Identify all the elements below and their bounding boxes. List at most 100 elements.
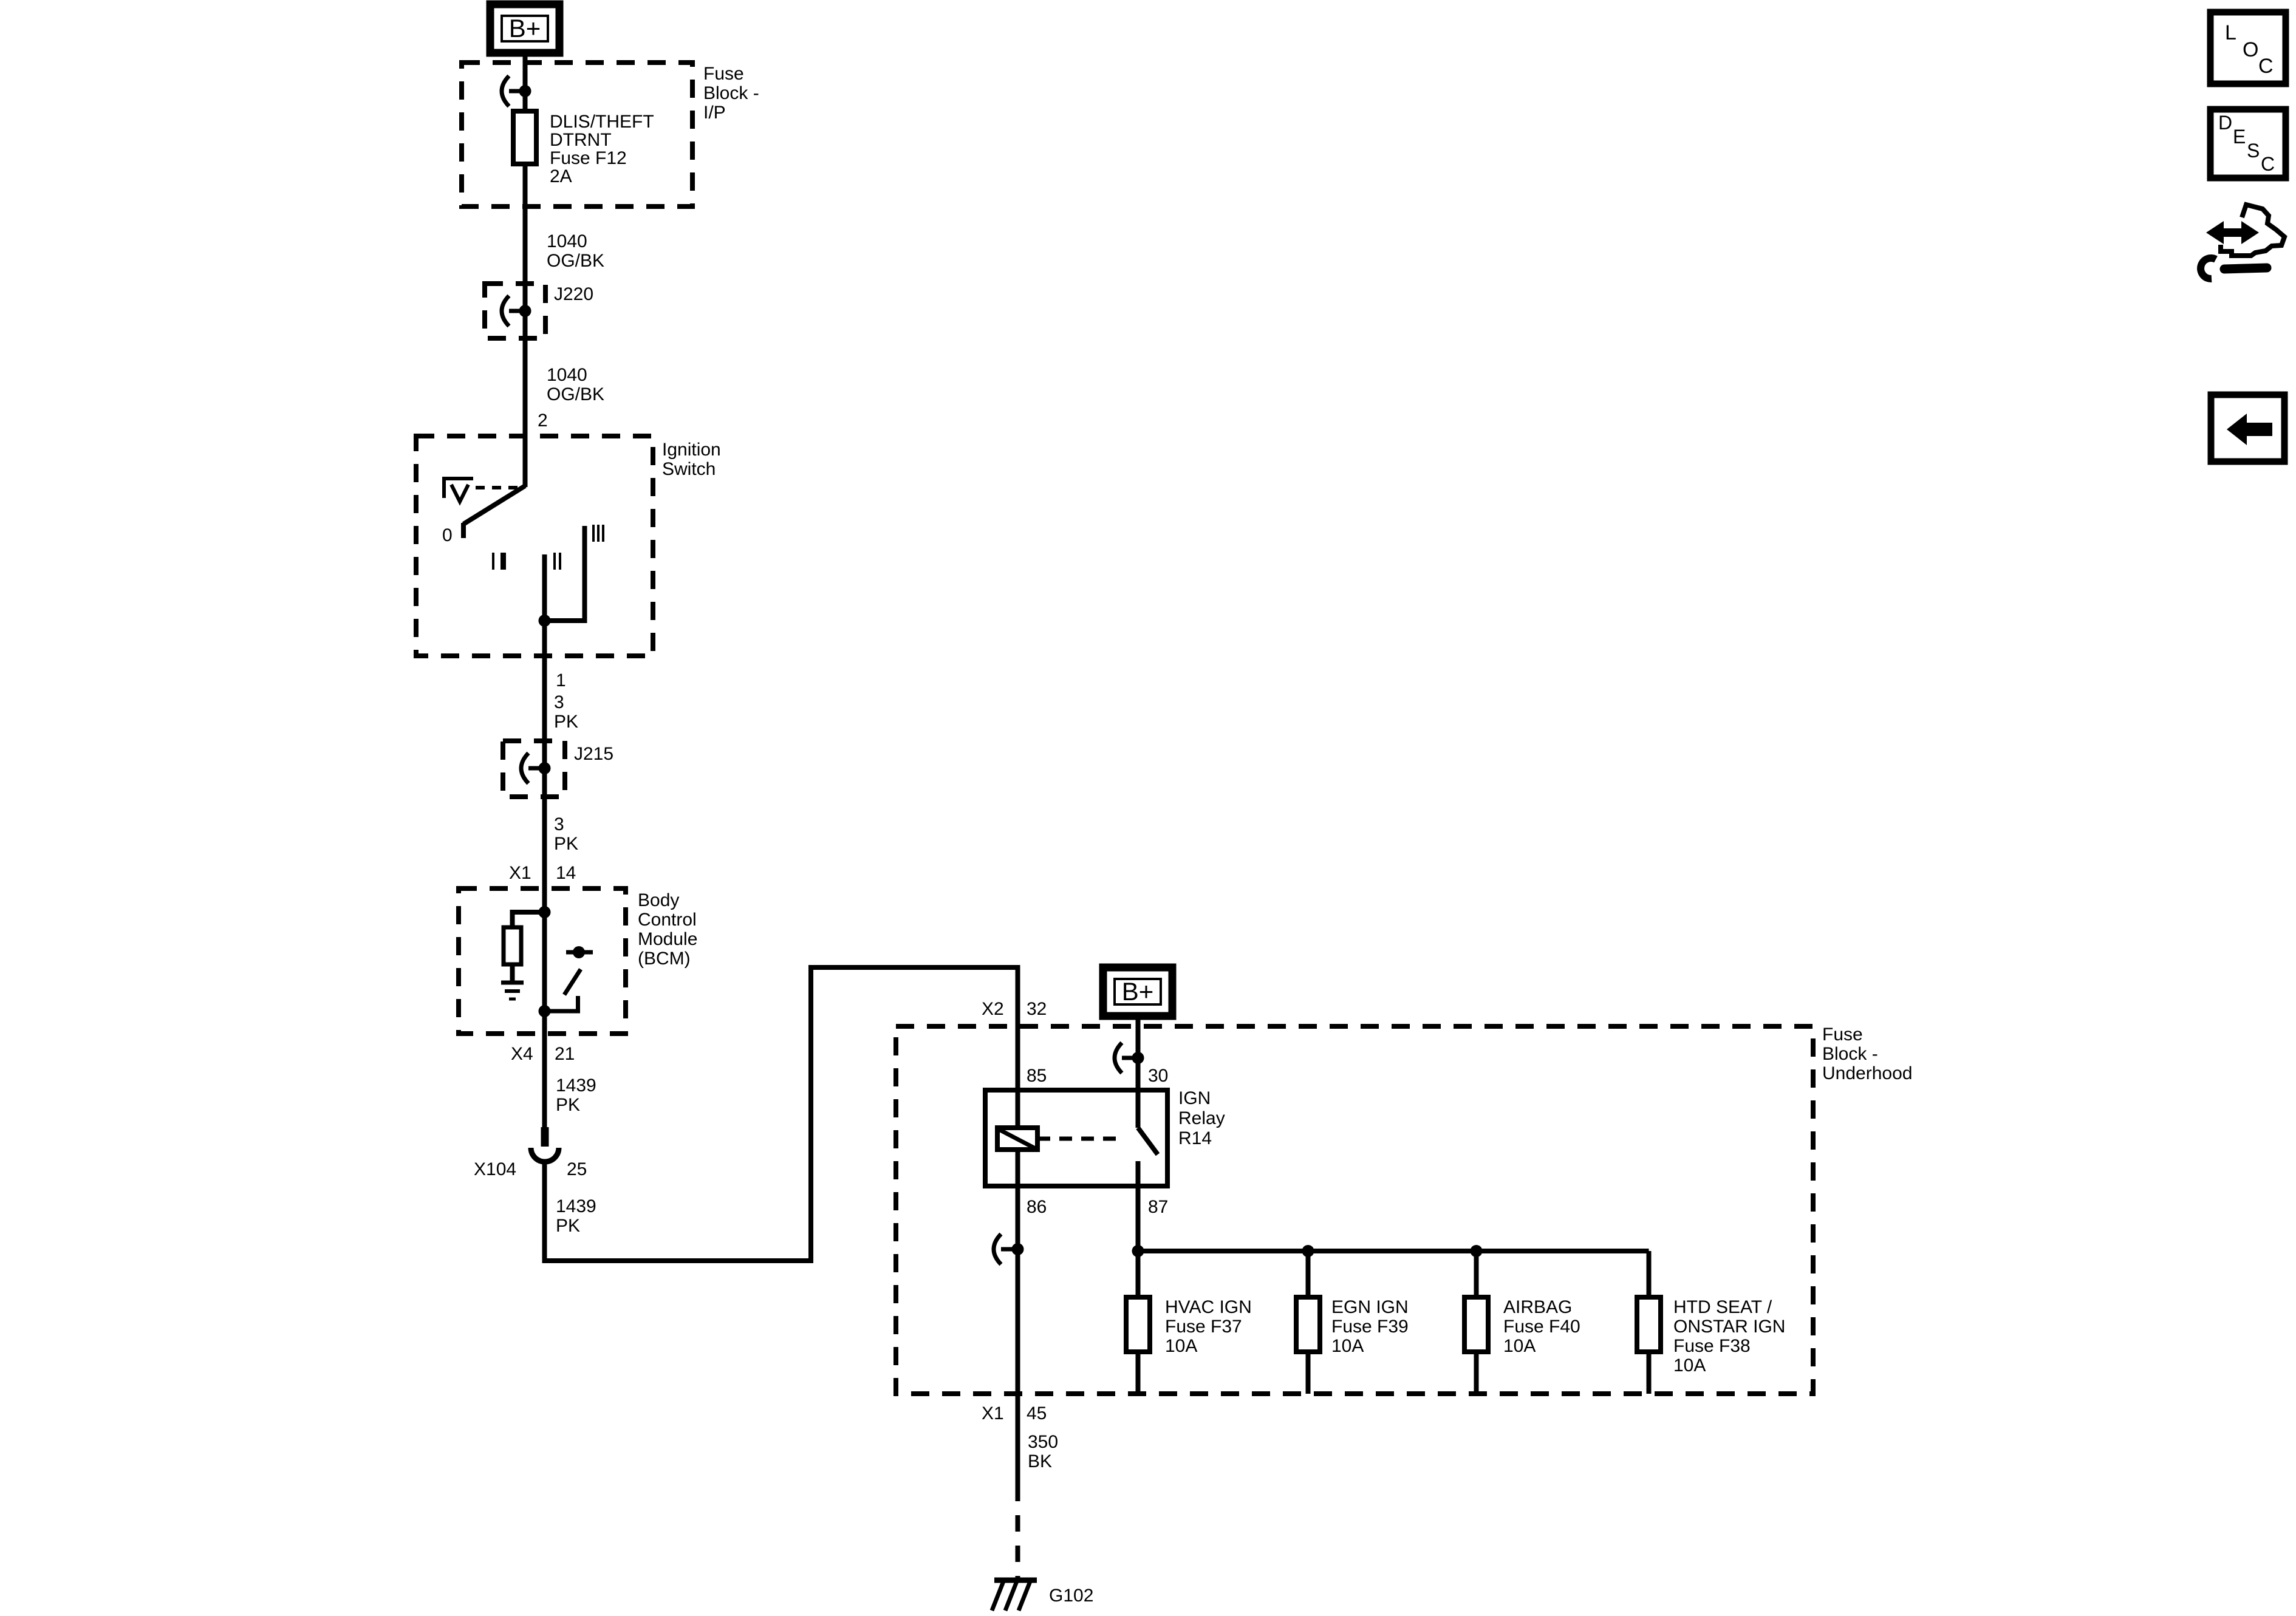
fuse-f38-label-2: ONSTAR IGN — [1673, 1317, 1785, 1337]
wire-1040b-label-2: OG/BK — [547, 384, 604, 404]
fuse-f12-label-3: Fuse F12 — [550, 148, 627, 168]
fuse-block-ip-label-2: Block - — [703, 83, 759, 103]
bcm-label-3: Module — [638, 929, 697, 949]
g102-label: G102 — [1049, 1586, 1093, 1606]
fuse-block-underhood-label-3: Underhood — [1822, 1063, 1912, 1083]
bplus-boxes — [486, 0, 1177, 1020]
dot-ip — [519, 85, 531, 97]
pin-45-label: 45 — [1027, 1403, 1047, 1423]
junction-dots — [519, 85, 1483, 1257]
double-arrow-right-head — [2241, 221, 2259, 244]
fuse-f12-label-4: 2A — [550, 166, 572, 186]
wire-1040b-label: 1040 — [547, 365, 587, 385]
bcm-pin-21-label: 21 — [555, 1044, 575, 1064]
bcm-label-4: (BCM) — [638, 949, 691, 969]
dot-bus-f39 — [1302, 1245, 1314, 1257]
fuse-f37-label: HVAC IGN — [1165, 1297, 1252, 1317]
loc-button[interactable]: L O C — [2207, 9, 2289, 87]
fuse-f38-label: HTD SEAT / — [1673, 1297, 1772, 1317]
fuse-f38-label-4: 10A — [1673, 1355, 1706, 1376]
wire-3pkb-label: 3 — [554, 814, 564, 834]
repair-instructions-button[interactable] — [2197, 202, 2287, 282]
bplus-box-top-inner — [501, 15, 549, 43]
pin-25-label: 25 — [567, 1159, 587, 1179]
bcm-label: Body — [638, 890, 679, 910]
component-boxes — [414, 60, 1816, 1396]
component-symbols — [501, 109, 1663, 1354]
grounds — [501, 980, 1037, 1612]
ignition-switch-arm — [461, 483, 527, 538]
back-arrow-icon — [2227, 414, 2247, 445]
splice-j215-box — [501, 738, 567, 799]
wire-1439b-label-2: PK — [556, 1216, 580, 1236]
pin-32-label: 32 — [1027, 999, 1047, 1019]
ign-relay-box — [983, 1088, 1170, 1188]
ign-relay-label-3: R14 — [1178, 1128, 1212, 1148]
wire-1439b-label: 1439 — [556, 1196, 596, 1216]
loc-letter-o: O — [2243, 38, 2258, 61]
fuse-f39-label: EGN IGN — [1331, 1297, 1409, 1317]
labels-underhood: X2 32 B+ Fuse Block - Underhood 85 30 86… — [982, 977, 1912, 1606]
fuse-block-underhood-label-2: Block - — [1822, 1044, 1878, 1064]
fuse-f37-label-2: Fuse F37 — [1165, 1317, 1242, 1337]
fuse-block-underhood-box — [893, 1024, 1816, 1396]
ignition-pos0-label: 0 — [442, 525, 453, 545]
wrench-head-icon — [2197, 254, 2218, 282]
wire-1439-label: 1439 — [556, 1076, 596, 1096]
ignition-position-iii-wire — [544, 526, 587, 623]
ignition-switch-box — [414, 434, 655, 658]
splice-j220-box — [482, 281, 548, 341]
wire-1040-label: 1040 — [547, 231, 587, 251]
conn-x1-underhood-label: X1 — [982, 1403, 1004, 1423]
loc-letter-c: C — [2258, 55, 2274, 78]
desc-letter-s: S — [2247, 140, 2260, 162]
wire-1040-label-2: OG/BK — [547, 251, 604, 271]
loc-button-frame[interactable] — [2207, 9, 2289, 87]
bplus-box-underhood-inner — [1113, 978, 1162, 1006]
back-button[interactable] — [2207, 391, 2288, 465]
fuse-f40-label: AIRBAG — [1503, 1297, 1572, 1317]
fuse-f39-symbol — [1294, 1295, 1322, 1354]
fuse-f39-label-3: 10A — [1331, 1336, 1364, 1356]
fuse-f40-label-2: Fuse F40 — [1503, 1317, 1580, 1337]
splice-j220-label: J220 — [554, 284, 593, 304]
fuse-f38-label-3: Fuse F38 — [1673, 1336, 1751, 1356]
loc-letter-l: L — [2225, 21, 2236, 44]
part-outline-icon — [2218, 202, 2287, 258]
relay-pin-30-label: 30 — [1148, 1066, 1168, 1086]
bcm-switch-arm — [562, 968, 583, 996]
desc-button-frame[interactable] — [2207, 106, 2289, 182]
ignition-position-marks — [492, 525, 604, 570]
wire-x104-to-relay85 — [542, 965, 1020, 1263]
wire-3pk-label: 3 — [554, 692, 564, 712]
dot-bcm-top — [538, 906, 551, 918]
dot-j220 — [519, 305, 531, 317]
desc-letter-d: D — [2218, 112, 2232, 134]
x104-connector-cup-icon — [528, 1147, 562, 1165]
desc-letter-c: C — [2261, 153, 2275, 175]
ignition-detent-icon — [442, 477, 473, 498]
dot-relay30 — [1132, 1052, 1144, 1064]
conn-x2-label: X2 — [982, 999, 1004, 1019]
bcm-resistor-symbol — [501, 925, 524, 967]
fuse-f37-symbol — [1124, 1295, 1152, 1354]
dot-bus-f37 — [1132, 1245, 1144, 1257]
wire-1439-label-2: PK — [556, 1095, 580, 1115]
fuse-f40-symbol — [1462, 1295, 1491, 1354]
ignition-switch-label: Ignition — [662, 440, 721, 460]
desc-button[interactable]: D E S C — [2207, 106, 2289, 182]
relay-pin-86-label: 86 — [1027, 1197, 1047, 1217]
ign-relay-label-2: Relay — [1178, 1108, 1225, 1128]
double-arrow-left-head — [2206, 221, 2224, 244]
fuse-f12-label-2: DTRNT — [550, 130, 612, 150]
bcm-resistor-branch — [510, 910, 545, 983]
dot-j215 — [538, 762, 551, 774]
ignition-detent-v-icon — [449, 483, 470, 506]
conn-x104-label: X104 — [474, 1159, 516, 1179]
dot-bcm-contact — [573, 946, 585, 958]
wire-3pkb-label-2: PK — [554, 834, 578, 854]
bcm-label-2: Control — [638, 910, 697, 930]
fuse-block-ip-label: Fuse — [703, 64, 744, 84]
fuse-f38-symbol — [1635, 1295, 1663, 1354]
